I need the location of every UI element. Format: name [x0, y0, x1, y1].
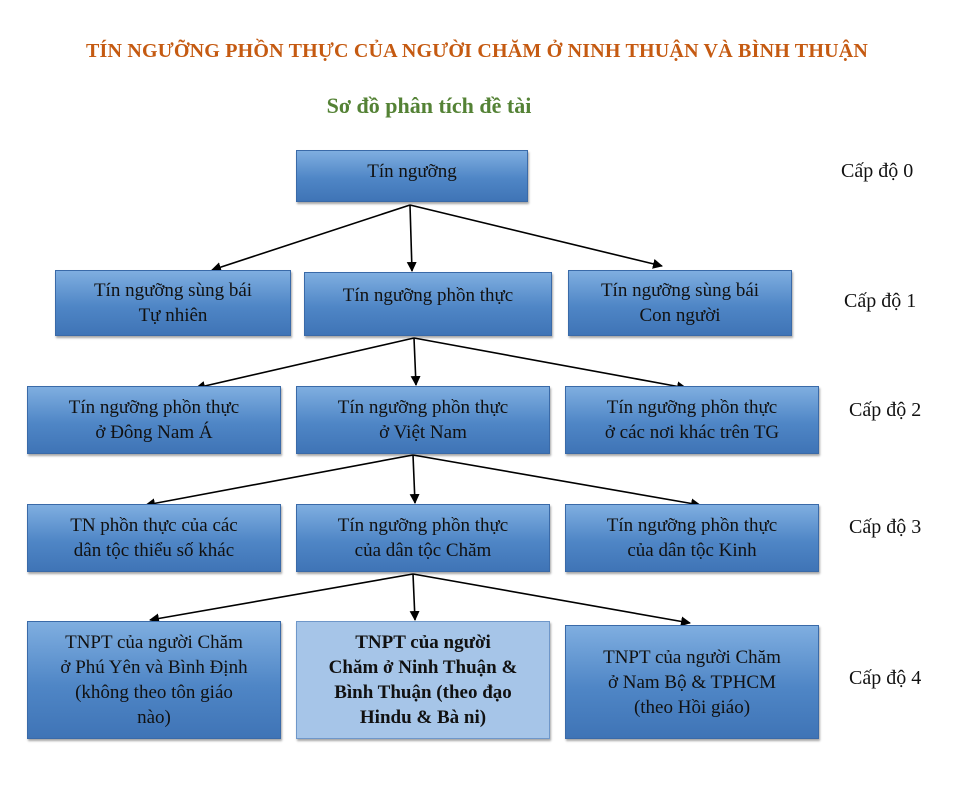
level-label-3: Cấp độ 3	[849, 516, 922, 538]
arrow-l0-to-l1-left	[211, 204, 411, 272]
arrow-l0-to-l1-right	[409, 204, 663, 269]
arrow-l2-to-l3-right	[412, 454, 701, 509]
node-tin-nguong: Tín ngưỡng	[296, 150, 528, 202]
page-title: TÍN NGƯỠNG PHỒN THỰC CỦA NGƯỜI CHĂM Ở NI…	[85, 40, 869, 62]
arrow-l3-to-l4-mid	[409, 573, 420, 621]
level-label-0: Cấp độ 0	[841, 160, 914, 182]
node-phon-thuc: Tín ngưỡng phồn thực	[304, 272, 552, 336]
arrow-l2-to-l3-mid	[409, 454, 420, 504]
level-label-4: Cấp độ 4	[849, 667, 922, 689]
arrow-l0-to-l1-mid	[406, 204, 417, 272]
diagram-subtitle: Sơ đồ phân tích đề tài	[0, 93, 954, 119]
level-label-1: Cấp độ 1	[844, 290, 917, 312]
arrow-l1-to-l2-left	[195, 337, 415, 391]
arrow-l1-to-l2-right	[413, 337, 687, 392]
arrow-l2-to-l3-left	[145, 454, 414, 509]
arrow-l3-to-l4-left	[149, 573, 414, 624]
arrow-l3-to-l4-right	[412, 573, 691, 627]
level-label-2: Cấp độ 2	[849, 399, 922, 421]
arrow-l1-to-l2-mid	[410, 337, 421, 386]
diagram-subtitle-text: Sơ đồ phân tích đề tài	[326, 93, 532, 118]
